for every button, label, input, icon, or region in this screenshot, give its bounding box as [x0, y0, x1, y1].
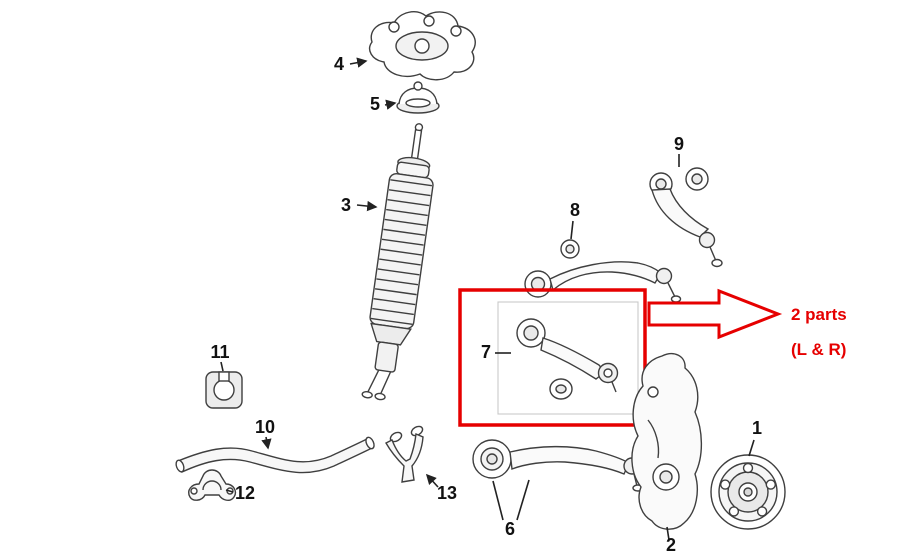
part-12-clamp-bracket	[188, 469, 237, 502]
label-part-3: 3	[341, 195, 351, 215]
label-part-9: 9	[674, 134, 684, 154]
part-4-strut-mount-plate	[368, 11, 476, 81]
part-9-upper-control-arm	[649, 167, 723, 268]
part-10-stabilizer-bar	[175, 436, 375, 474]
label-part-10: 10	[255, 417, 275, 437]
label-part-8: 8	[570, 200, 580, 220]
label-part-2: 2	[666, 535, 676, 555]
part-8-upper-link	[524, 239, 682, 303]
part-3-air-strut	[361, 123, 434, 401]
part-1-wheel-hub	[710, 454, 786, 530]
label-part-13: 13	[437, 483, 457, 503]
label-part-6: 6	[505, 519, 515, 539]
annotation-arrow-icon	[647, 288, 783, 340]
part-13-fork-bracket	[385, 425, 424, 483]
label-part-11: 11	[210, 342, 229, 362]
part-5-bump-stop	[396, 81, 440, 114]
label-part-12: 12	[235, 483, 255, 503]
part-6-lower-control-arm	[472, 439, 644, 492]
annotation-text-line2: (L & R)	[791, 340, 846, 359]
leader-lines	[220, 57, 755, 541]
label-part-1: 1	[752, 418, 762, 438]
label-part-4: 4	[334, 54, 344, 74]
part-2-steering-knuckle	[631, 352, 703, 530]
label-part-7: 7	[481, 342, 491, 362]
annotation-text-line1: 2 parts	[791, 305, 847, 324]
part-11-stabilizer-bushing	[205, 371, 243, 409]
label-part-5: 5	[370, 94, 380, 114]
part-7-lower-link	[497, 301, 639, 415]
highlight-box	[458, 288, 647, 427]
